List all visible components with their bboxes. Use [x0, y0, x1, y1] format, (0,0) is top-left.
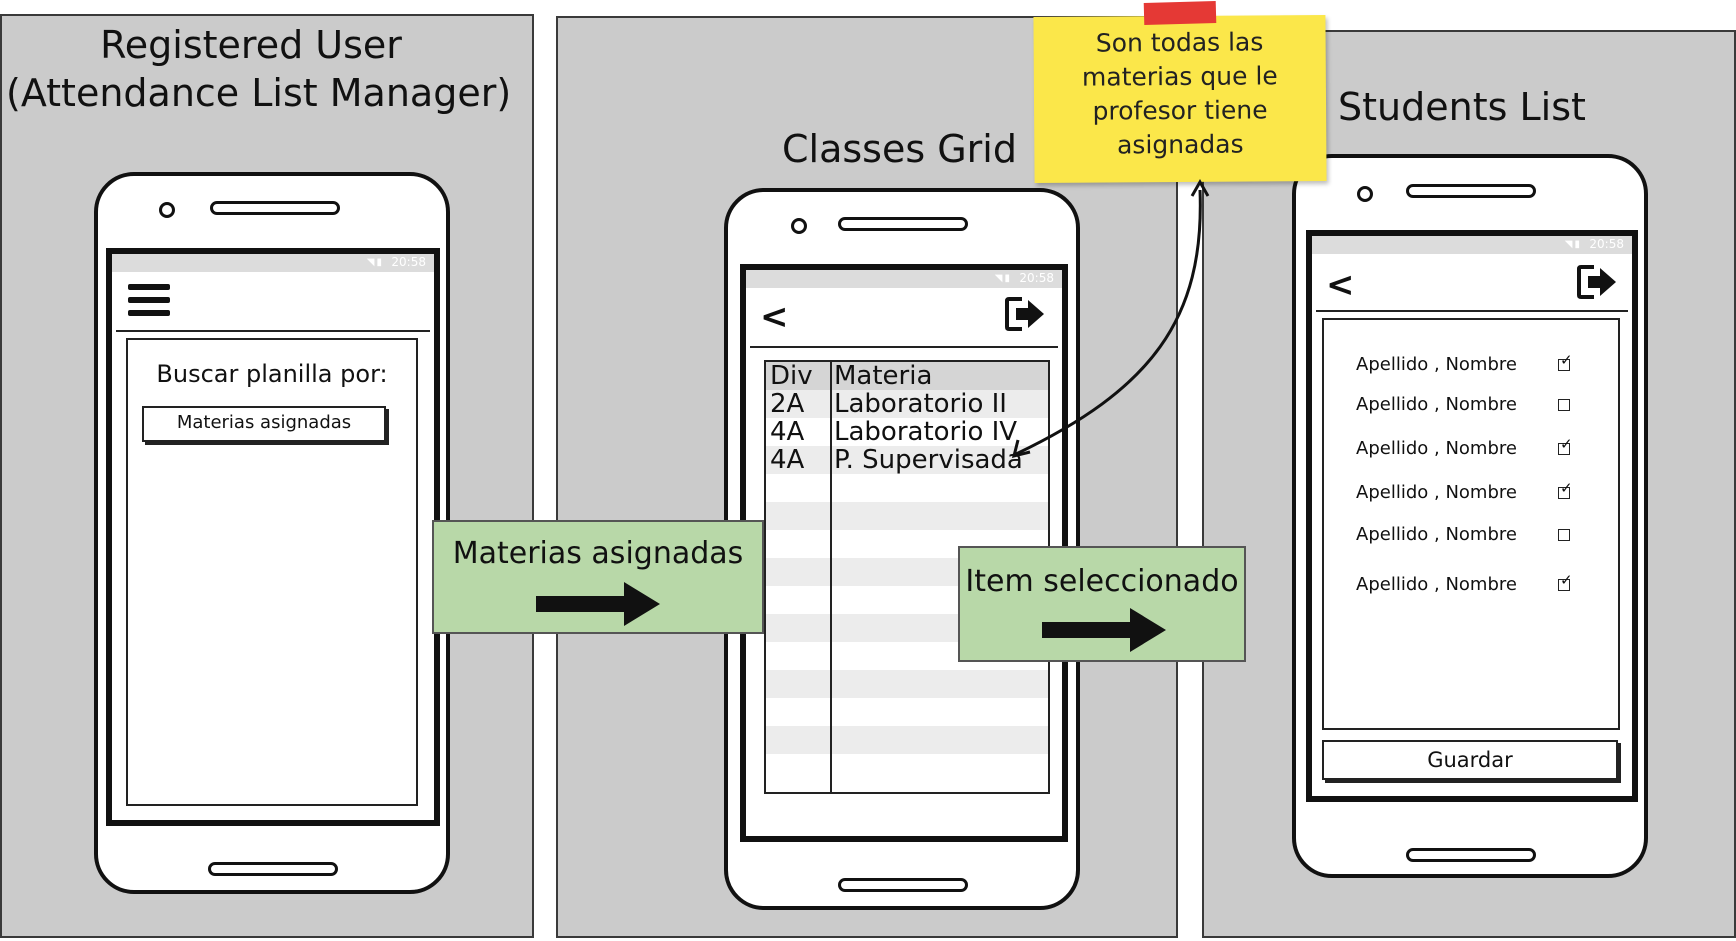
grid-empty-row: [766, 502, 1048, 530]
note-line: Son todas las: [1095, 27, 1264, 58]
student-row: Apellido , Nombre: [1324, 524, 1618, 548]
home-button[interactable]: [1406, 848, 1536, 862]
app-bar-divider: [1316, 310, 1628, 312]
grid-empty-row: [766, 726, 1048, 754]
phone-camera: [791, 218, 807, 234]
note-line: profesor tiene: [1092, 95, 1268, 126]
student-row: Apellido , Nombre: [1324, 394, 1618, 418]
grid-cell-div: 4A: [770, 445, 805, 475]
status-time: 20:58: [1589, 237, 1624, 251]
checkbox-checked-icon[interactable]: ✓: [1558, 479, 1573, 499]
home-button[interactable]: [838, 878, 968, 892]
student-row: Apellido , Nombre ✓: [1324, 435, 1618, 462]
search-content: Buscar planilla por: Materias asignadas: [126, 338, 418, 806]
phone-speaker: [210, 201, 340, 215]
student-name: Apellido , Nombre: [1356, 524, 1517, 545]
wifi-icon: ◥▮: [1564, 239, 1582, 250]
student-name: Apellido , Nombre: [1356, 438, 1517, 459]
flow-label: Materias asignadas: [452, 536, 744, 571]
home-button[interactable]: [208, 862, 338, 876]
panel-title: Classes Grid: [782, 127, 1017, 171]
status-time: 20:58: [1019, 271, 1054, 285]
grid-header-row: Div Materia: [766, 362, 1048, 390]
checkbox-checked-icon[interactable]: ✓: [1558, 571, 1573, 591]
sticky-note: Son todas las materias que le profesor t…: [1033, 14, 1327, 184]
app-bar-divider: [750, 346, 1058, 348]
grid-cell-div: 4A: [770, 417, 805, 447]
phone-search: ◥▮ 20:58 Buscar planilla por: Materias a…: [94, 172, 450, 894]
checkbox-empty-icon[interactable]: [1558, 399, 1570, 411]
note-line: asignadas: [1116, 129, 1244, 160]
hamburger-icon[interactable]: [128, 284, 170, 323]
phone-camera: [159, 202, 175, 218]
student-row: Apellido , Nombre ✓: [1324, 351, 1618, 378]
grid-row[interactable]: 4A Laboratorio IV: [766, 418, 1048, 446]
exit-icon[interactable]: [1004, 296, 1048, 332]
grid-cell-materia: P. Supervisada: [834, 445, 1023, 475]
phone-screen: ◥▮ 20:58 Buscar planilla por: Materias a…: [106, 248, 440, 826]
grid-cell-div: 2A: [770, 389, 805, 419]
phone-camera: [1357, 186, 1373, 202]
grid-header-div: Div: [770, 361, 813, 391]
checkbox-checked-icon[interactable]: ✓: [1558, 435, 1573, 455]
grid-row[interactable]: 2A Laboratorio II: [766, 390, 1048, 418]
panel-title: Students List: [1338, 85, 1586, 129]
grid-empty-row: [766, 698, 1048, 726]
wifi-icon: ◥▮: [994, 273, 1012, 284]
wifi-icon: ◥▮: [366, 257, 384, 268]
grid-column-divider: [830, 362, 832, 792]
app-bar-divider: [116, 330, 430, 332]
panel-title: Registered User (Attendance List Manager…: [6, 22, 512, 117]
flow-label: Item seleccionado: [965, 564, 1239, 599]
panel-title-line1: Registered User: [100, 23, 402, 67]
student-name: Apellido , Nombre: [1356, 574, 1517, 595]
note-line: materias que le: [1081, 61, 1278, 92]
student-row: Apellido , Nombre ✓: [1324, 571, 1618, 598]
status-bar: ◥▮ 20:58: [1312, 236, 1632, 254]
panel-title-line2: (Attendance List Manager): [6, 70, 512, 115]
note-tape: [1143, 1, 1217, 25]
search-label: Buscar planilla por:: [156, 360, 388, 388]
exit-icon[interactable]: [1576, 264, 1620, 300]
assigned-subjects-button[interactable]: Materias asignadas: [142, 406, 386, 442]
phone-speaker: [1406, 184, 1536, 198]
grid-header-materia: Materia: [834, 361, 933, 391]
flow-to-students: Item seleccionado: [958, 546, 1246, 662]
student-name: Apellido , Nombre: [1356, 394, 1517, 415]
grid-empty-row: [766, 754, 1048, 782]
grid-cell-materia: Laboratorio II: [834, 389, 1007, 419]
checkbox-empty-icon[interactable]: [1558, 529, 1570, 541]
grid-row[interactable]: 4A P. Supervisada: [766, 446, 1048, 474]
grid-cell-materia: Laboratorio IV: [834, 417, 1018, 447]
students-list: Apellido , Nombre ✓ Apellido , Nombre Ap…: [1322, 318, 1620, 730]
phone-students: ◥▮ 20:58 < Apellido , Nombre ✓ Apellido …: [1292, 154, 1648, 878]
student-row: Apellido , Nombre ✓: [1324, 479, 1618, 506]
save-button[interactable]: Guardar: [1322, 740, 1618, 780]
status-time: 20:58: [391, 255, 426, 269]
phone-screen: ◥▮ 20:58 < Apellido , Nombre ✓ Apellido …: [1306, 230, 1638, 802]
status-bar: ◥▮ 20:58: [746, 270, 1062, 288]
flow-arrow-icon: [1042, 608, 1166, 652]
status-bar: ◥▮ 20:58: [112, 254, 434, 272]
back-arrow-icon[interactable]: <: [760, 297, 789, 337]
checkbox-checked-icon[interactable]: ✓: [1558, 351, 1573, 371]
flow-arrow-icon: [536, 582, 660, 626]
phone-speaker: [838, 217, 968, 231]
student-name: Apellido , Nombre: [1356, 354, 1517, 375]
grid-empty-row: [766, 670, 1048, 698]
grid-empty-row: [766, 474, 1048, 502]
student-name: Apellido , Nombre: [1356, 482, 1517, 503]
back-arrow-icon[interactable]: <: [1326, 265, 1355, 305]
flow-to-classes: Materias asignadas: [432, 520, 764, 634]
